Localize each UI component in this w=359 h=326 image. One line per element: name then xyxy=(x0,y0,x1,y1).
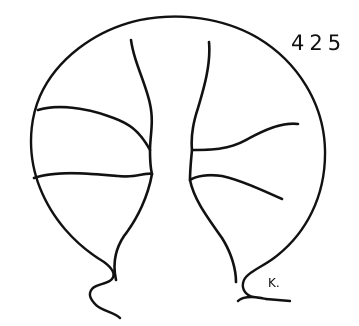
outline-shape xyxy=(31,17,325,318)
figure-number: 425 xyxy=(291,31,346,55)
center-stem-right xyxy=(190,150,192,180)
arm-lower-left xyxy=(34,173,152,280)
arm-middle-left xyxy=(38,107,150,150)
arm-lower-right xyxy=(190,180,236,282)
arm-middle-right xyxy=(192,124,298,150)
marker-label: K. xyxy=(268,276,280,290)
marker-pointer-line xyxy=(266,299,290,301)
center-stem-left xyxy=(150,150,152,174)
arm-upper-left xyxy=(131,40,152,150)
arm-upper-right xyxy=(192,42,210,150)
arm-lower-right-tip xyxy=(190,175,282,199)
